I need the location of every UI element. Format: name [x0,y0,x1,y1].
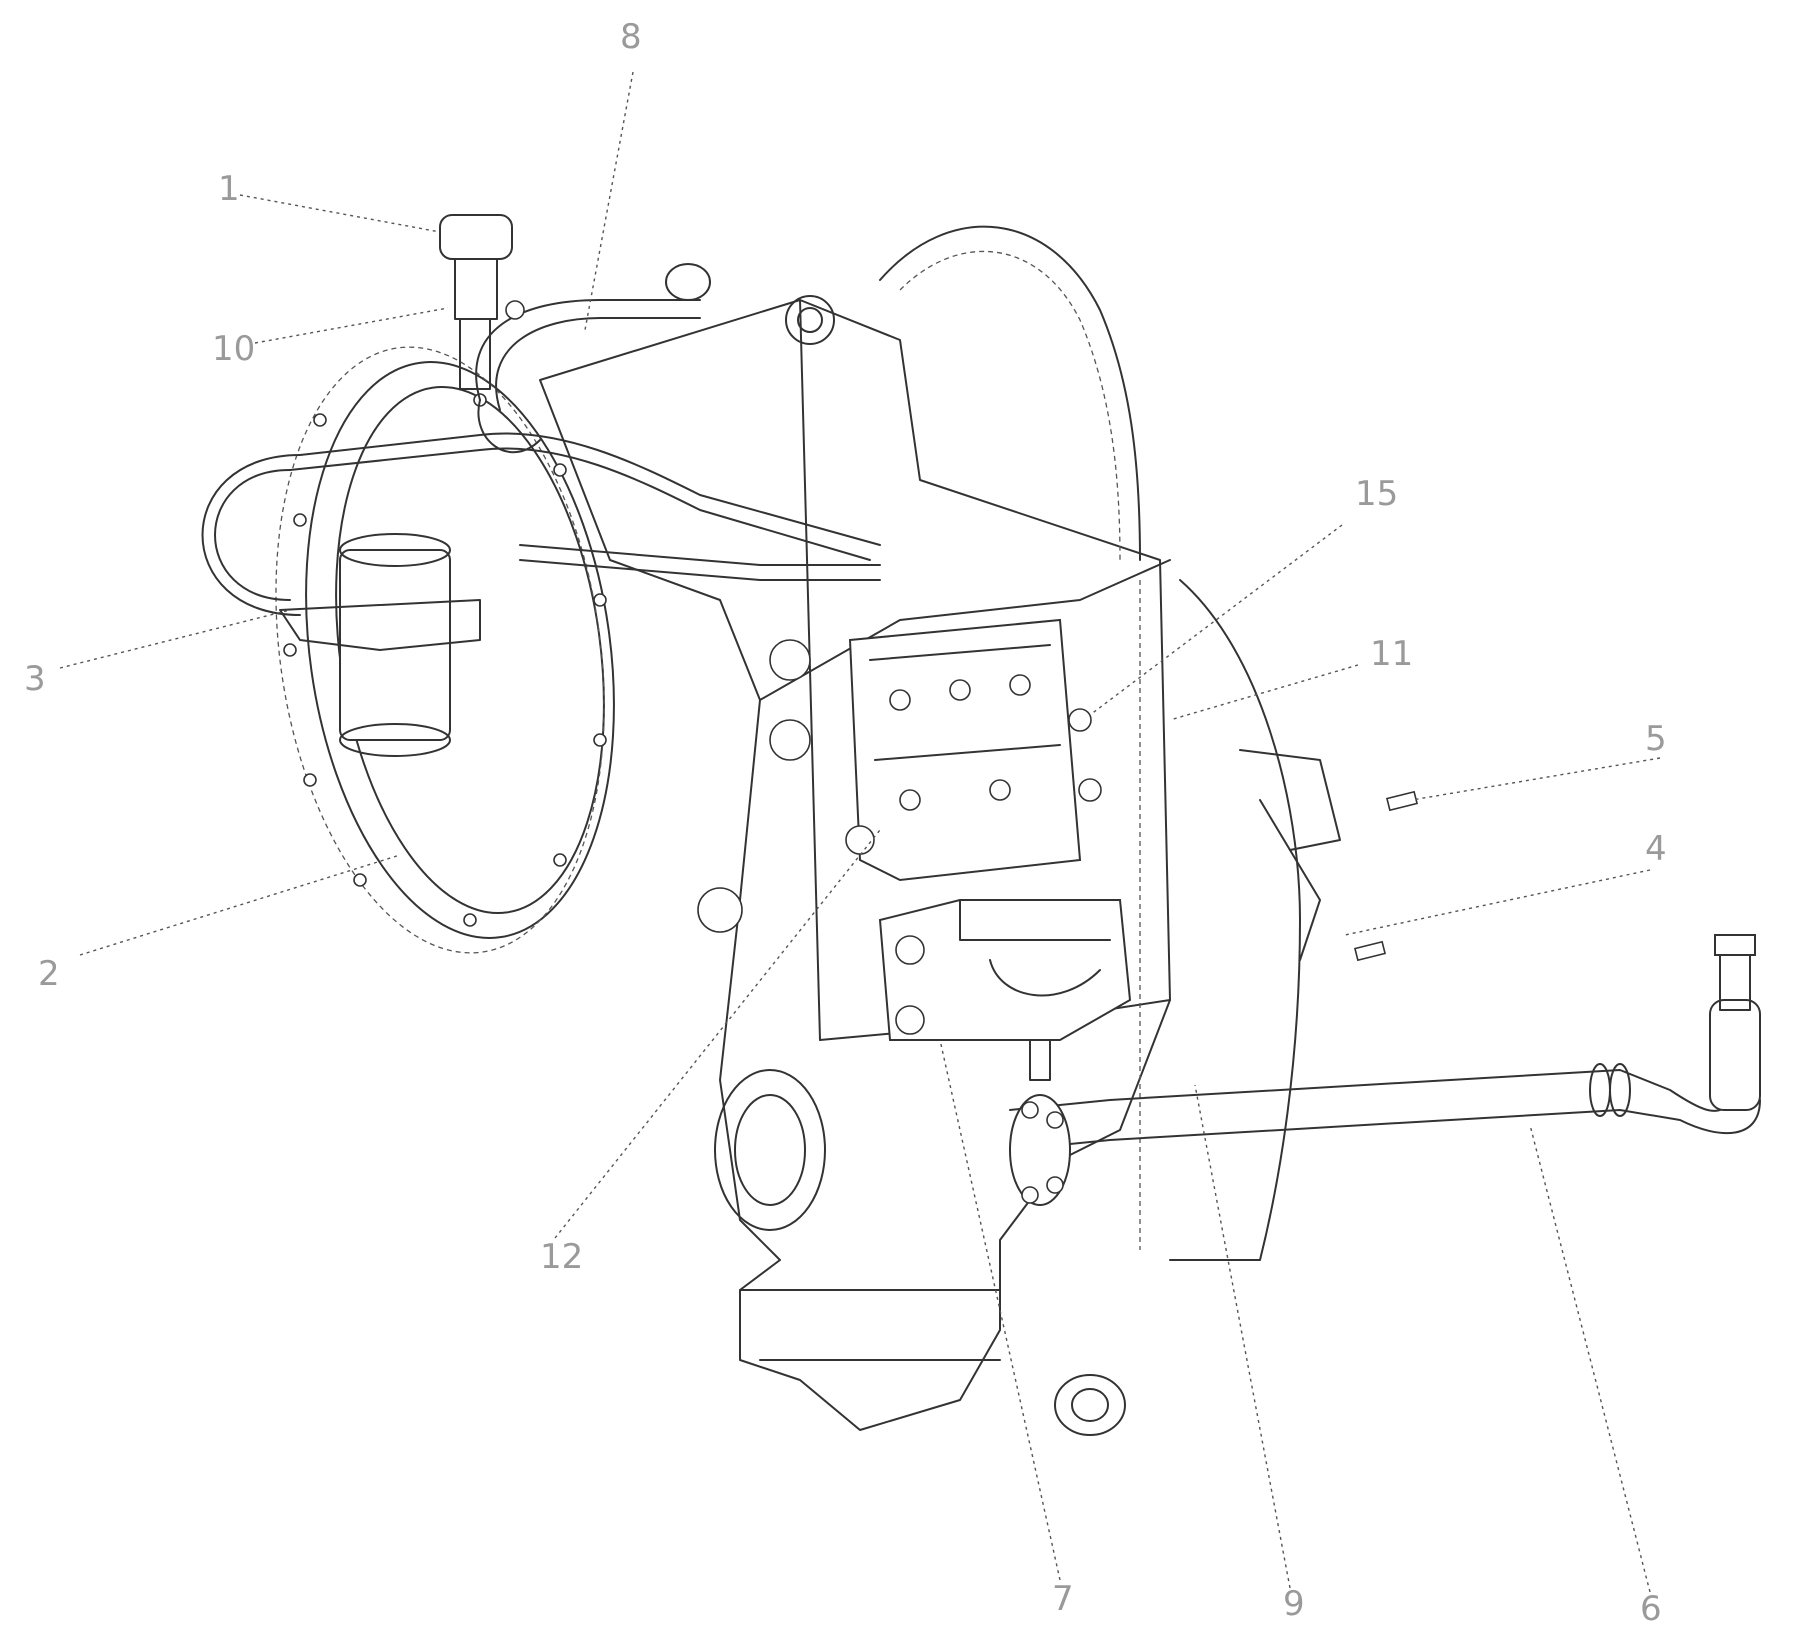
side-cover [1169,579,1341,1261]
leader-8 [584,71,634,331]
transmission-housing [539,299,1171,1431]
loose-bolts [1353,790,1419,962]
leader-12 [554,829,881,1239]
callout-labels: 1 10 8 3 2 12 15 11 5 4 7 9 6 [24,17,1667,1629]
callout-3: 3 [24,659,46,699]
callout-8: 8 [620,17,642,57]
leader-10 [254,307,449,344]
leader-lines [59,71,1661,1593]
leader-2 [79,854,401,956]
callout-4: 4 [1645,829,1667,869]
callout-6: 6 [1640,1589,1662,1629]
leader-5 [1411,757,1661,801]
outlet-pipe [1009,934,1761,1206]
round-flange-assembly [275,346,615,954]
callout-1: 1 [218,169,240,209]
leader-9 [1194,1084,1291,1589]
callout-15: 15 [1355,474,1398,514]
hose-lines [201,225,1141,616]
callout-9: 9 [1283,1584,1305,1624]
leader-3 [59,609,291,669]
callout-5: 5 [1645,719,1667,759]
leader-4 [1344,869,1651,936]
callout-12: 12 [540,1237,583,1277]
output-flange [714,1069,1126,1436]
callout-7: 7 [1052,1579,1074,1619]
callout-11: 11 [1370,634,1413,674]
control-valve-block [697,618,1102,933]
callout-10: 10 [212,329,255,369]
filler-cap [439,214,525,390]
lower-control-box [878,899,1132,1081]
leader-6 [1529,1124,1651,1593]
callout-2: 2 [38,954,60,994]
leader-11 [1169,664,1359,721]
leader-7 [939,1039,1061,1581]
leader-1 [239,194,441,233]
